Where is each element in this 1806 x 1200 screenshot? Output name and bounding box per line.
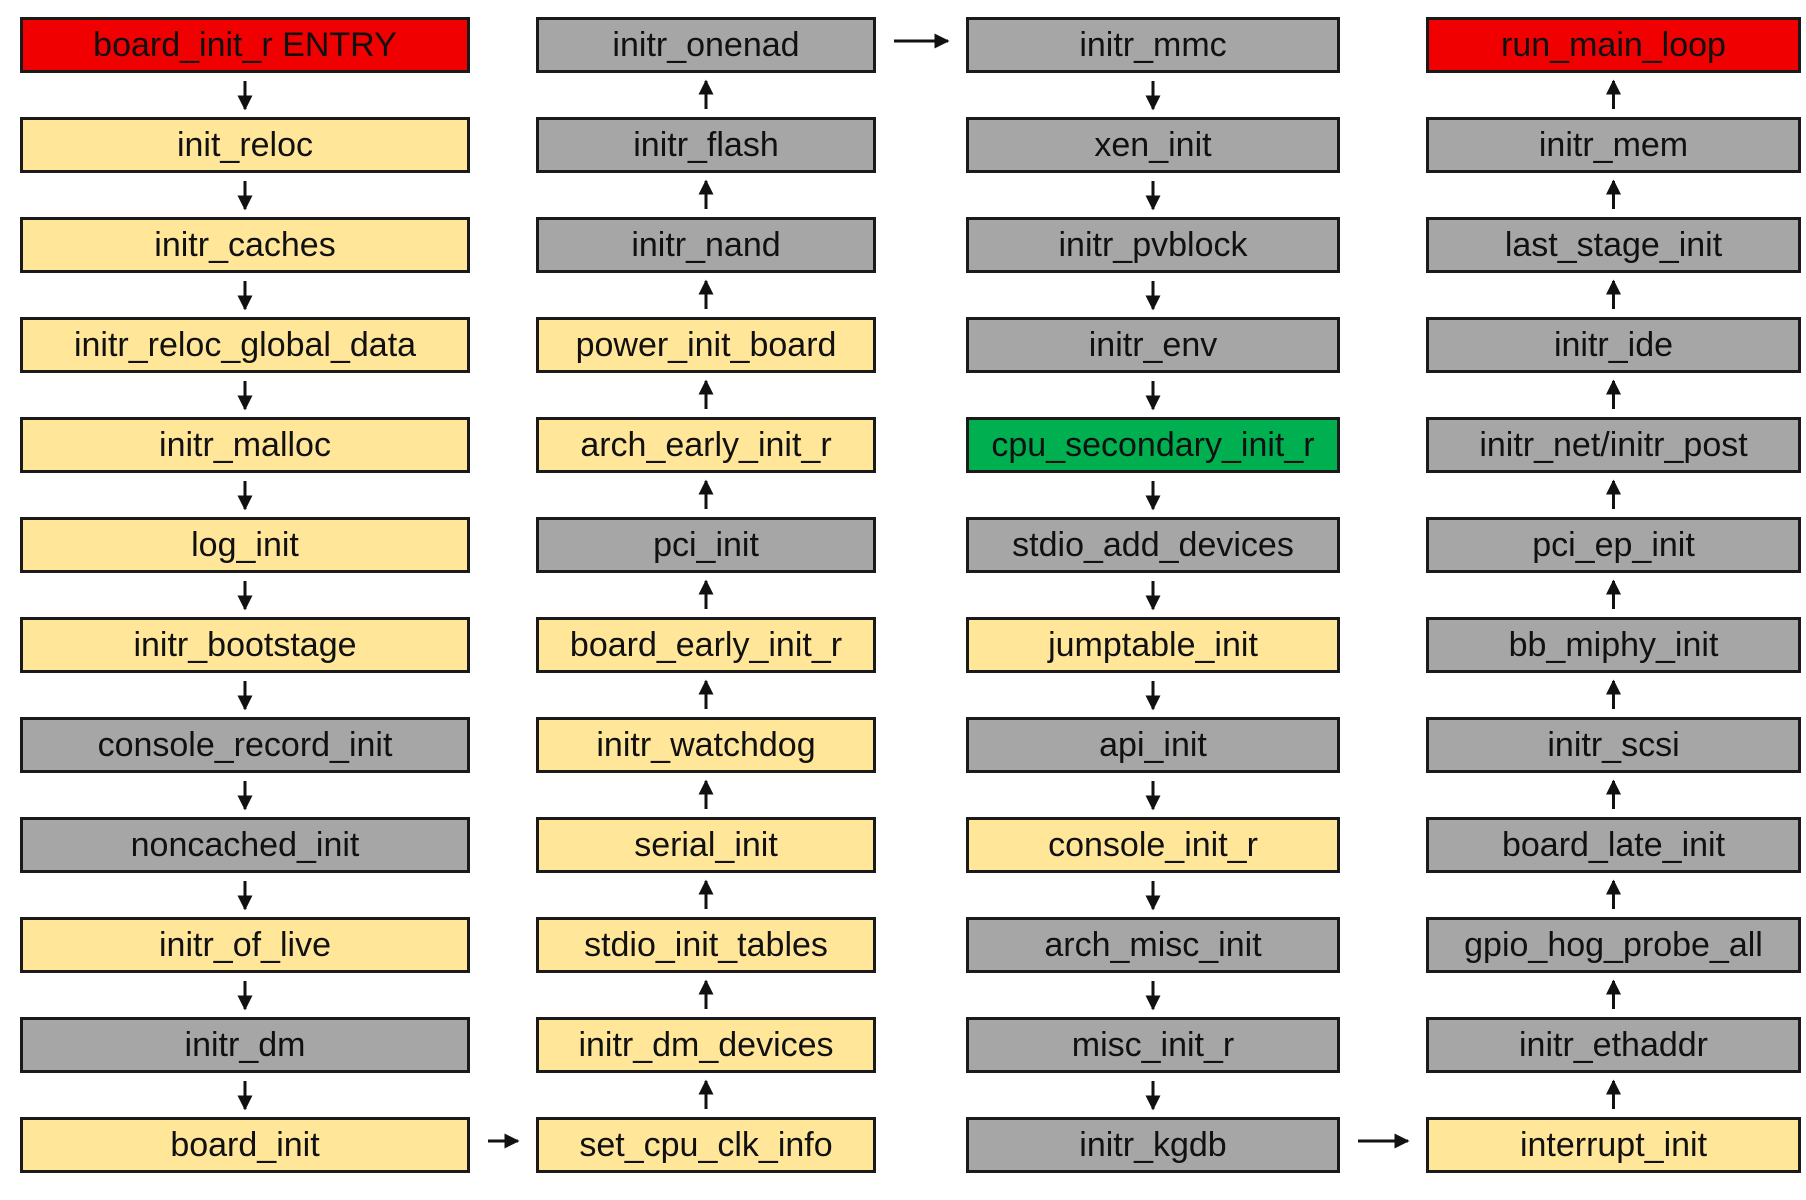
node-xen-init: xen_init — [966, 117, 1340, 173]
node-label: jumptable_init — [1048, 625, 1258, 664]
node-stdio-init-tables: stdio_init_tables — [536, 917, 876, 973]
node-label: gpio_hog_probe_all — [1464, 925, 1763, 964]
node-label: cpu_secondary_init_r — [991, 425, 1315, 464]
node-label: initr_kgdb — [1079, 1125, 1227, 1164]
node-gpio-hog-probe-all: gpio_hog_probe_all — [1426, 917, 1801, 973]
node-label: interrupt_init — [1519, 1125, 1708, 1164]
node-arch-early-init-r: arch_early_init_r — [536, 417, 876, 473]
node-init-reloc: init_reloc — [20, 117, 470, 173]
node-initr-kgdb: initr_kgdb — [966, 1117, 1340, 1173]
node-initr-onenad: initr_onenad — [536, 17, 876, 73]
node-label: noncached_init — [130, 825, 360, 864]
node-pci-ep-init: pci_ep_init — [1426, 517, 1801, 573]
node-initr-ethaddr: initr_ethaddr — [1426, 1017, 1801, 1073]
node-label: initr_dm_devices — [578, 1025, 834, 1064]
node-console-init-r: console_init_r — [966, 817, 1340, 873]
node-initr-mem: initr_mem — [1426, 117, 1801, 173]
node-label: initr_dm — [184, 1025, 306, 1064]
node-board-init: board_init — [20, 1117, 470, 1173]
node-label: initr_flash — [633, 125, 779, 164]
node-label: misc_init_r — [1071, 1025, 1235, 1064]
node-label: pci_init — [653, 525, 759, 564]
node-initr-mmc: initr_mmc — [966, 17, 1340, 73]
node-api-init: api_init — [966, 717, 1340, 773]
node-label: initr_onenad — [612, 25, 800, 64]
node-initr-nand: initr_nand — [536, 217, 876, 273]
node-initr-watchdog: initr_watchdog — [536, 717, 876, 773]
node-label: initr_nand — [631, 225, 781, 264]
node-label: board_init — [170, 1125, 320, 1164]
node-initr-pvblock: initr_pvblock — [966, 217, 1340, 273]
node-label: arch_misc_init — [1044, 925, 1262, 964]
node-initr-dm-devices: initr_dm_devices — [536, 1017, 876, 1073]
node-label: bb_miphy_init — [1508, 625, 1719, 664]
node-label: power_init_board — [575, 325, 837, 364]
node-label: stdio_init_tables — [584, 925, 828, 964]
node-initr-reloc-global-data: initr_reloc_global_data — [20, 317, 470, 373]
node-label: stdio_add_devices — [1012, 525, 1294, 564]
node-initr-ide: initr_ide — [1426, 317, 1801, 373]
node-label: initr_of_live — [159, 925, 331, 964]
node-label: board_init_r ENTRY — [93, 25, 397, 64]
node-label: initr_env — [1088, 325, 1218, 364]
node-initr-malloc: initr_malloc — [20, 417, 470, 473]
node-board-early-init-r: board_early_init_r — [536, 617, 876, 673]
node-initr-bootstage: initr_bootstage — [20, 617, 470, 673]
node-board-init-r-entry: board_init_r ENTRY — [20, 17, 470, 73]
node-label: console_record_init — [97, 725, 393, 764]
node-label: arch_early_init_r — [580, 425, 832, 464]
node-label: board_early_init_r — [569, 625, 843, 664]
node-serial-init: serial_init — [536, 817, 876, 873]
node-label: initr_net/initr_post — [1479, 425, 1748, 464]
node-label: initr_caches — [154, 225, 336, 264]
node-label: api_init — [1099, 725, 1207, 764]
node-label: serial_init — [634, 825, 778, 864]
node-label: initr_mem — [1538, 125, 1689, 164]
node-label: initr_bootstage — [133, 625, 357, 664]
node-label: pci_ep_init — [1532, 525, 1695, 564]
node-last-stage-init: last_stage_init — [1426, 217, 1801, 273]
node-interrupt-init: interrupt_init — [1426, 1117, 1801, 1173]
node-power-init-board: power_init_board — [536, 317, 876, 373]
node-arch-misc-init: arch_misc_init — [966, 917, 1340, 973]
node-initr-dm: initr_dm — [20, 1017, 470, 1073]
node-board-late-init: board_late_init — [1426, 817, 1801, 873]
node-label: last_stage_init — [1504, 225, 1723, 264]
node-initr-net-initr-post: initr_net/initr_post — [1426, 417, 1801, 473]
node-label: initr_malloc — [159, 425, 331, 464]
node-initr-env: initr_env — [966, 317, 1340, 373]
node-initr-of-live: initr_of_live — [20, 917, 470, 973]
node-label: initr_watchdog — [596, 725, 816, 764]
node-stdio-add-devices: stdio_add_devices — [966, 517, 1340, 573]
node-label: xen_init — [1094, 125, 1212, 164]
node-log-init: log_init — [20, 517, 470, 573]
node-label: initr_mmc — [1079, 25, 1227, 64]
node-cpu-secondary-init-r: cpu_secondary_init_r — [966, 417, 1340, 473]
node-run-main-loop: run_main_loop — [1426, 17, 1801, 73]
node-misc-init-r: misc_init_r — [966, 1017, 1340, 1073]
node-noncached-init: noncached_init — [20, 817, 470, 873]
node-jumptable-init: jumptable_init — [966, 617, 1340, 673]
node-console-record-init: console_record_init — [20, 717, 470, 773]
node-label: initr_ide — [1553, 325, 1674, 364]
node-pci-init: pci_init — [536, 517, 876, 573]
node-label: initr_ethaddr — [1518, 1025, 1708, 1064]
node-label: set_cpu_clk_info — [579, 1125, 833, 1164]
node-label: initr_scsi — [1547, 725, 1680, 764]
node-label: console_init_r — [1048, 825, 1258, 864]
node-label: board_late_init — [1501, 825, 1726, 864]
node-initr-caches: initr_caches — [20, 217, 470, 273]
node-initr-flash: initr_flash — [536, 117, 876, 173]
node-label: initr_reloc_global_data — [73, 325, 417, 364]
node-label: run_main_loop — [1501, 25, 1726, 64]
node-label: log_init — [191, 525, 299, 564]
node-set-cpu-clk-info: set_cpu_clk_info — [536, 1117, 876, 1173]
node-label: init_reloc — [176, 125, 314, 164]
node-label: initr_pvblock — [1058, 225, 1248, 264]
node-initr-scsi: initr_scsi — [1426, 717, 1801, 773]
node-bb-miphy-init: bb_miphy_init — [1426, 617, 1801, 673]
